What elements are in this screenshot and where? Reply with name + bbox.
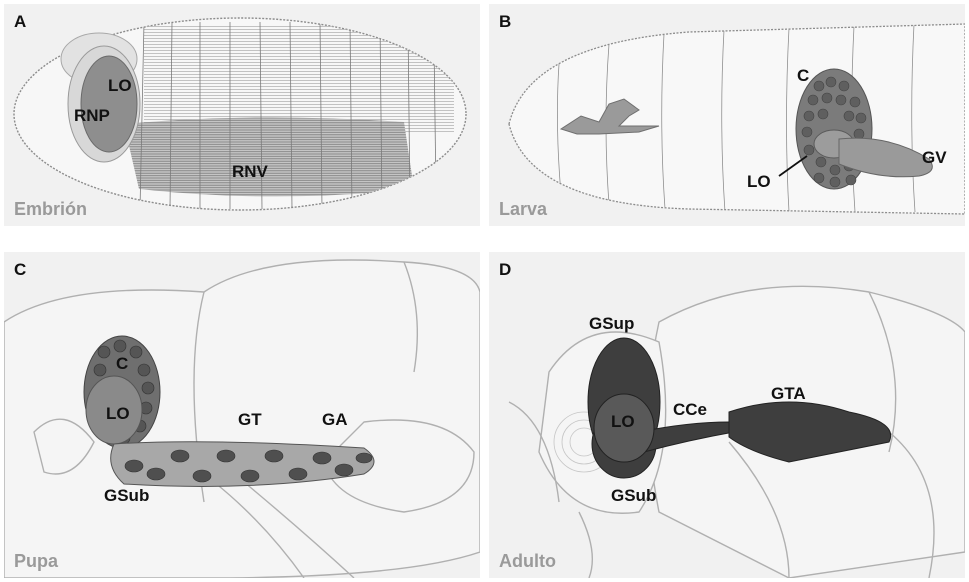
larva-illustration — [489, 4, 965, 226]
label-rnp: RNP — [74, 106, 110, 126]
panel-letter: D — [499, 260, 511, 280]
panel-letter: B — [499, 12, 511, 32]
label-c: C — [116, 354, 128, 374]
label-cce: CCe — [673, 400, 707, 420]
label-lo: LO — [611, 412, 635, 432]
stage-label: Embrión — [14, 199, 87, 220]
label-lo: LO — [747, 172, 771, 192]
panel-letter: C — [14, 260, 26, 280]
stage-label: Adulto — [499, 551, 556, 572]
label-gta: GTA — [771, 384, 806, 404]
stage-label: Larva — [499, 199, 547, 220]
label-gsub: GSub — [611, 486, 656, 506]
panel-a-embryo: A LO RNP RNV Embrión — [4, 4, 480, 226]
label-gsub: GSub — [104, 486, 149, 506]
rnv-tissue — [124, 117, 414, 196]
panel-letter: A — [14, 12, 26, 32]
label-lo: LO — [108, 76, 132, 96]
label-lo: LO — [106, 404, 130, 424]
label-rnv: RNV — [232, 162, 268, 182]
stage-label: Pupa — [14, 551, 58, 572]
label-gsup: GSup — [589, 314, 634, 334]
label-ga: GA — [322, 410, 348, 430]
label-c: C — [797, 66, 809, 86]
label-gt: GT — [238, 410, 262, 430]
panel-d-adult: D GSup LO CCe GTA GSub Adulto — [489, 252, 965, 578]
panel-c-pupa: C C LO GT GA GSub Pupa — [4, 252, 480, 578]
label-gv: GV — [922, 148, 947, 168]
panel-b-larva: B C LO GV Larva — [489, 4, 965, 226]
rnp-tissue — [81, 56, 137, 152]
adult-illustration — [489, 252, 965, 578]
ventral-nerve-cord-upper — [144, 24, 454, 134]
